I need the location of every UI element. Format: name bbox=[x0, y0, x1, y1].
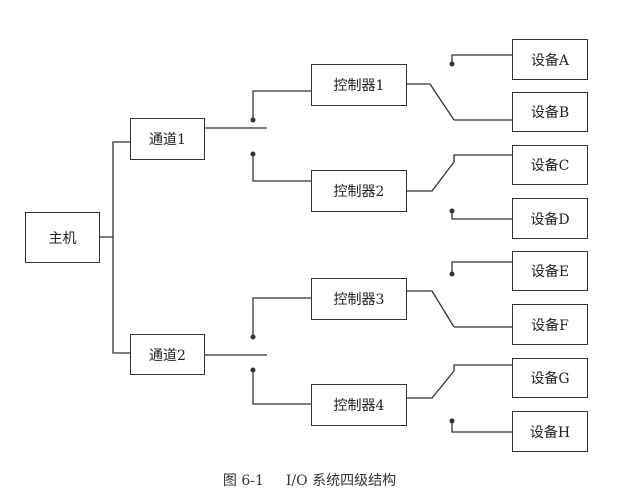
device-f-box: 设备F bbox=[512, 304, 588, 345]
controller-4-label: 控制器4 bbox=[333, 398, 385, 414]
link-switch-2-controller-3 bbox=[252, 297, 311, 337]
device-h-label: 设备H bbox=[529, 424, 571, 441]
device-a-label: 设备A bbox=[530, 52, 570, 69]
link-controller-1-switch bbox=[407, 83, 455, 121]
link-switch-1-controller-1 bbox=[252, 90, 311, 120]
device-b-label: 设备B bbox=[530, 105, 570, 121]
link-switch-3-device-a bbox=[451, 54, 512, 64]
link-switch-4-device-c bbox=[453, 154, 512, 162]
device-h-box: 设备H bbox=[512, 411, 588, 452]
device-g-label: 设备G bbox=[530, 371, 570, 387]
device-d-box: 设备D bbox=[512, 198, 588, 239]
link-controller-3-switch bbox=[407, 290, 455, 328]
device-f-label: 设备F bbox=[531, 317, 569, 334]
controller-3-label: 控制器3 bbox=[333, 292, 385, 308]
channel-1-box: 通道1 bbox=[130, 118, 205, 160]
controller-1-label: 控制器1 bbox=[333, 78, 385, 94]
link-switch-4-device-d bbox=[451, 211, 512, 220]
figure-caption: 图 6-1 I/O 系统四级结构 bbox=[0, 470, 619, 490]
channel-2-box: 通道2 bbox=[130, 334, 205, 375]
device-c-box: 设备C bbox=[512, 145, 588, 185]
device-b-box: 设备B bbox=[512, 92, 588, 132]
link-switch-6-device-h bbox=[451, 421, 512, 433]
link-switch-2-controller-4 bbox=[252, 370, 311, 405]
device-d-label: 设备D bbox=[530, 211, 570, 228]
link-controller-2-switch bbox=[407, 161, 455, 192]
link-switch-1-controller-2 bbox=[252, 154, 311, 182]
device-c-label: 设备C bbox=[530, 158, 570, 174]
link-switch-5-device-e bbox=[451, 261, 512, 274]
controller-4-box: 控制器4 bbox=[311, 384, 407, 426]
figure-title: I/O 系统四级结构 bbox=[285, 473, 397, 489]
channel-1-label: 通道1 bbox=[149, 132, 186, 148]
device-e-label: 设备E bbox=[530, 264, 570, 280]
switch-contacts bbox=[250, 61, 455, 424]
controller-1-box: 控制器1 bbox=[311, 64, 407, 106]
link-host-channel-1 bbox=[100, 141, 130, 238]
host-label: 主机 bbox=[48, 230, 77, 247]
controller-3-box: 控制器3 bbox=[311, 278, 407, 320]
link-host-channel-2 bbox=[112, 237, 130, 354]
controller-2-label: 控制器2 bbox=[333, 184, 385, 200]
figure-number: 图 6-1 bbox=[222, 473, 264, 489]
device-g-box: 设备G bbox=[512, 358, 588, 398]
device-a-box: 设备A bbox=[512, 39, 588, 80]
host-box: 主机 bbox=[25, 212, 100, 263]
device-e-box: 设备E bbox=[512, 251, 588, 291]
controller-2-box: 控制器2 bbox=[311, 170, 407, 212]
channel-2-label: 通道2 bbox=[149, 347, 186, 364]
link-switch-6-device-g bbox=[453, 364, 512, 371]
link-controller-4-switch bbox=[407, 370, 455, 399]
